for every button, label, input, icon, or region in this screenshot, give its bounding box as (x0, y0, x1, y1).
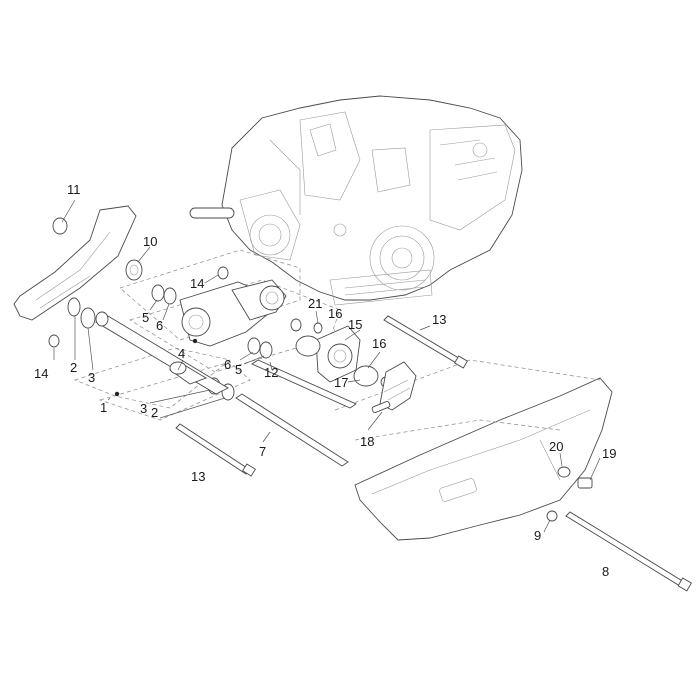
callout-label: 5 (235, 362, 242, 377)
callout-label: 1 (100, 400, 107, 415)
callout-label: 10 (143, 234, 157, 249)
callout-label: 2 (151, 405, 158, 420)
callout-label: 9 (534, 528, 541, 543)
callout-label: 17 (334, 375, 348, 390)
callout-labels: 11 10 14 5 6 21 16 15 13 2 3 4 14 1 3 2 … (34, 182, 616, 579)
callout-label: 3 (140, 401, 147, 416)
callout-label: 11 (67, 182, 81, 197)
callout-label: 21 (308, 296, 322, 311)
callout-label: 18 (360, 434, 374, 449)
callout-label: 16 (372, 336, 386, 351)
swing-arm-link (179, 279, 287, 347)
callout-label: 4 (178, 346, 185, 361)
callout-label: 13 (432, 312, 446, 327)
callout-label: 15 (348, 317, 362, 332)
frame-cover-right (354, 377, 613, 541)
callout-label: 2 (70, 360, 77, 375)
callout-label: 5 (142, 310, 149, 325)
callout-label: 12 (264, 365, 278, 380)
callout-label: 19 (602, 446, 616, 461)
callout-label: 6 (156, 318, 163, 333)
marker-dots (114, 338, 198, 397)
callout-label: 6 (224, 357, 231, 372)
leader-lines (53, 199, 601, 533)
callout-label: 16 (328, 306, 342, 321)
callout-label: 14 (190, 276, 204, 291)
mount-bracket (295, 325, 417, 413)
callout-label: 8 (602, 564, 609, 579)
callout-label: 14 (34, 366, 48, 381)
callout-label: 7 (259, 444, 266, 459)
callout-label: 20 (549, 439, 563, 454)
spacer (168, 361, 208, 385)
bolts-and-shafts (175, 315, 692, 592)
callout-label: 13 (191, 469, 205, 484)
engine-assembly (189, 95, 523, 306)
frame-bracket-left (13, 205, 137, 321)
callout-label: 3 (88, 370, 95, 385)
